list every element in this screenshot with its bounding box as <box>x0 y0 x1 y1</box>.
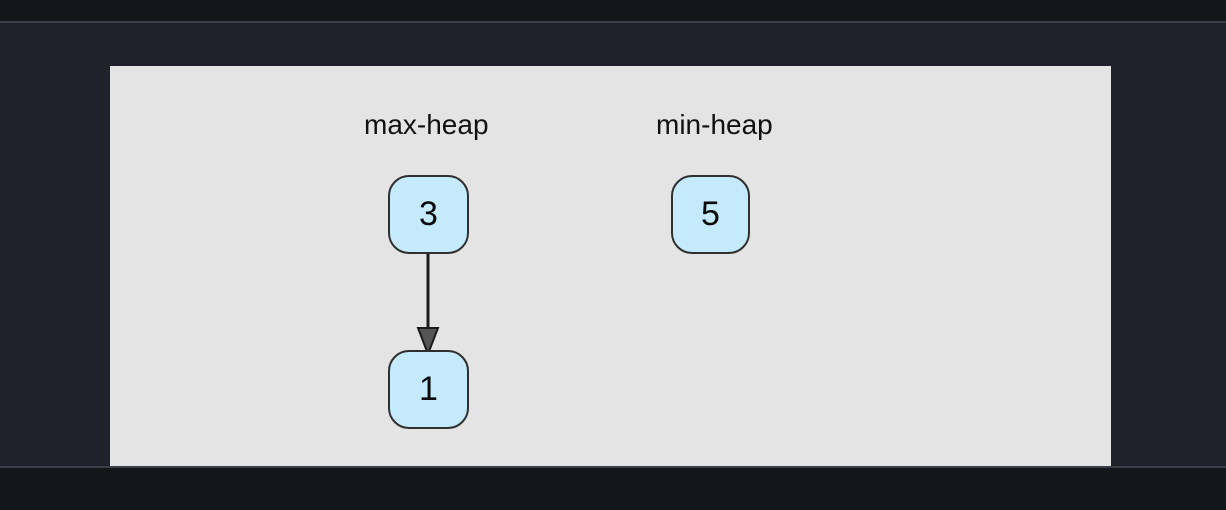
node-shape[interactable] <box>388 175 469 254</box>
edge-arrowhead <box>416 327 440 357</box>
node-value-label: 5 <box>701 195 720 233</box>
node-value-label: 1 <box>419 370 438 408</box>
bottom-divider <box>0 466 1226 468</box>
node-maxheap-3[interactable]: 3 <box>388 175 469 254</box>
edge-3-to-1 <box>416 253 440 357</box>
content-area: max-heap min-heap 3 1 <box>0 23 1226 476</box>
diagram-canvas[interactable]: max-heap min-heap 3 1 <box>110 66 1111 476</box>
window-bottom-bar <box>0 468 1226 510</box>
node-maxheap-1[interactable]: 1 <box>388 350 469 429</box>
node-minheap-5[interactable]: 5 <box>671 175 750 254</box>
node-shape[interactable] <box>671 175 750 254</box>
group-label-max-heap: max-heap <box>364 109 489 140</box>
node-shape[interactable] <box>388 350 469 429</box>
node-value-label: 3 <box>419 195 438 233</box>
window-top-bar <box>0 0 1226 21</box>
heap-diagram-svg: max-heap min-heap 3 1 <box>364 109 773 429</box>
top-divider <box>0 21 1226 23</box>
group-label-min-heap: min-heap <box>656 109 773 140</box>
